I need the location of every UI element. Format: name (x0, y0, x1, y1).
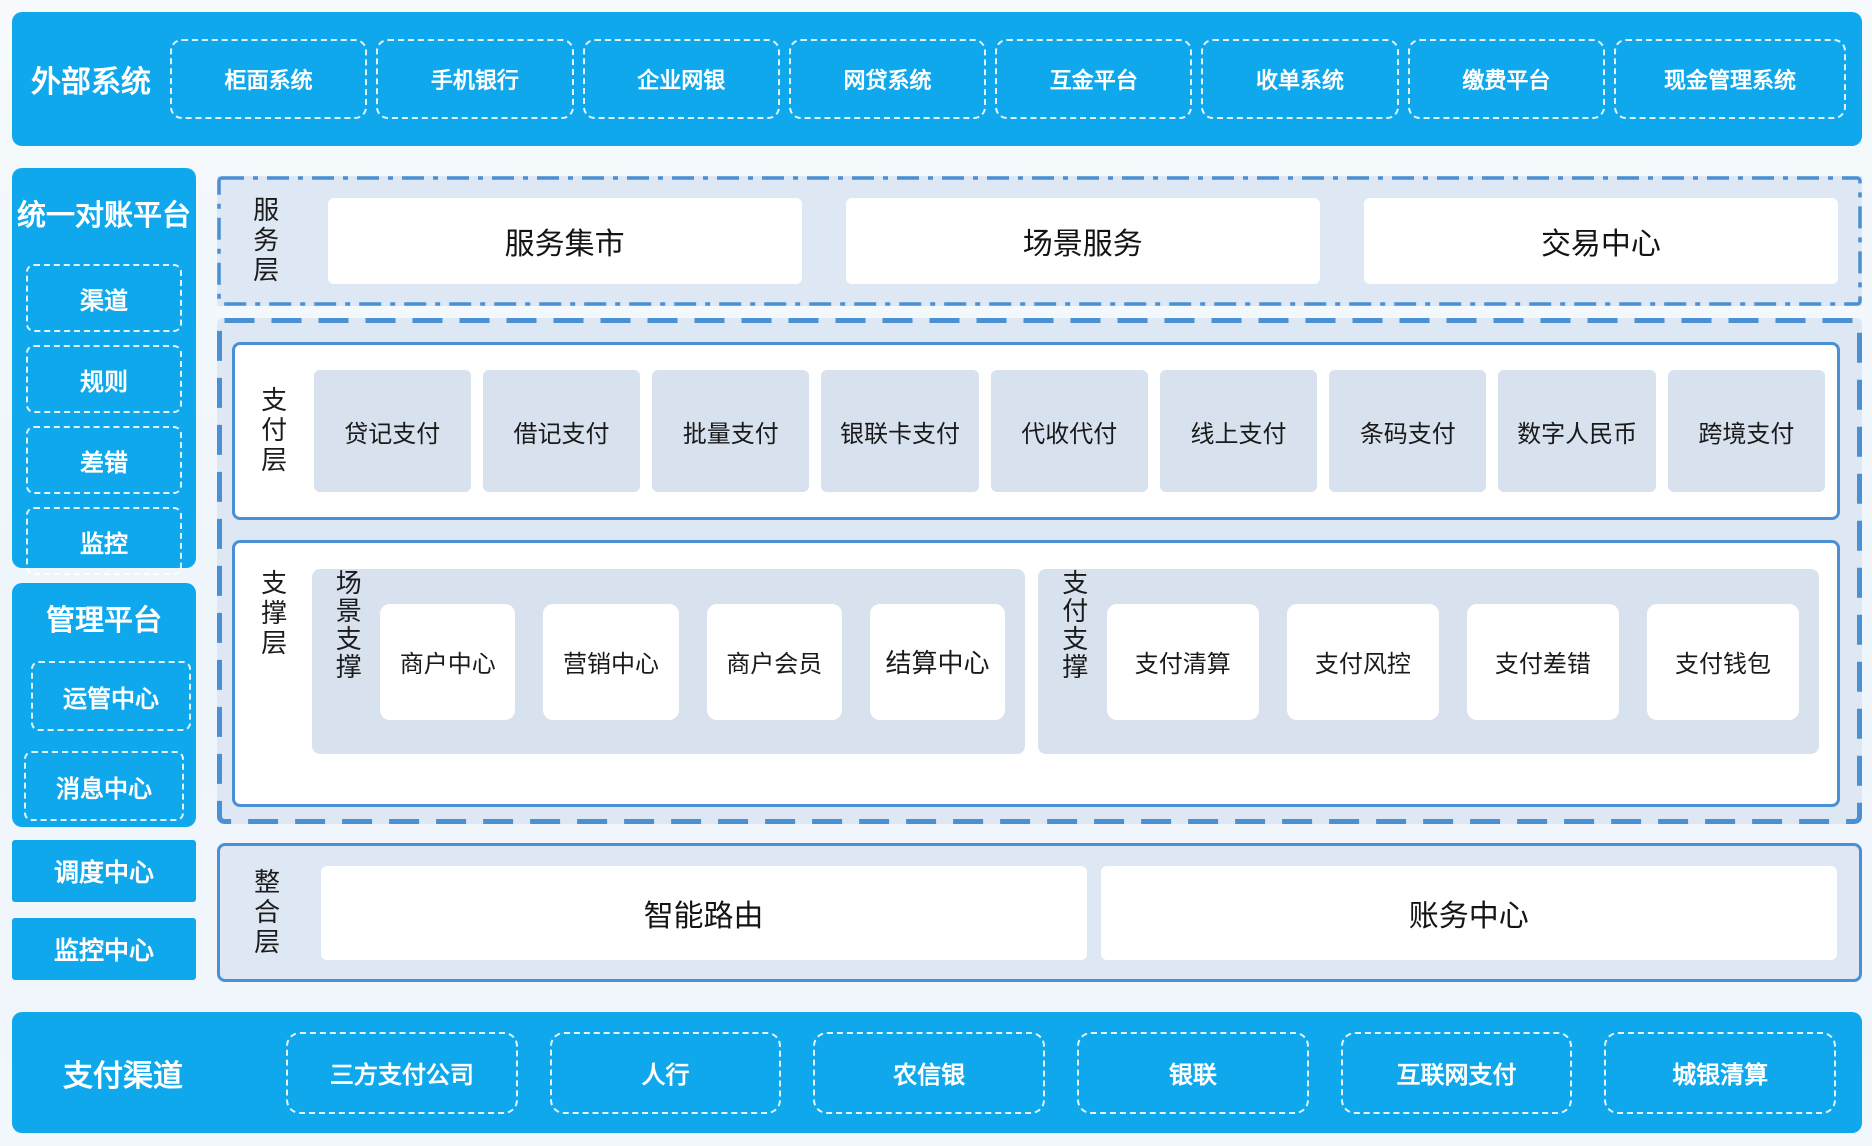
dispatch-center-box: 调度中心 (12, 840, 196, 902)
external-system-online-loan: 网贷系统 (788, 39, 987, 119)
scenario-support-label: 场景支撑 (331, 569, 362, 681)
channel-city-bank-clearing: 城银清算 (1604, 1031, 1837, 1114)
payment-channels-items: 三方支付公司 人行 农信银 银联 互联网支付 城银清算 (286, 1031, 1837, 1114)
reconciliation-items: 渠道 规则 差错 监控 (26, 264, 182, 575)
support-box-payment-clearing: 支付清算 (1106, 603, 1259, 720)
payment-support-label: 支付支撑 (1057, 569, 1088, 681)
channel-internet-payment: 互联网支付 (1340, 1031, 1573, 1114)
payment-box-collection-agency: 代收代付 (990, 370, 1148, 492)
payment-box-batch: 批量支付 (652, 370, 810, 492)
reconciliation-platform-title: 统一对账平台 (16, 198, 191, 232)
support-layer-panel: 支撑层 场景支撑 商户中心 营销中心 商户会员 结算中心 支付支撑 支付清算 支… (232, 540, 1840, 807)
integration-box-smart-routing: 智能路由 (320, 865, 1087, 960)
management-item-operations-center: 运管中心 (31, 661, 191, 731)
management-platform-panel: 管理平台 运管中心 消息中心 (12, 583, 196, 827)
support-box-merchant-center: 商户中心 (380, 603, 516, 720)
reconciliation-item-discrepancy: 差错 (26, 426, 182, 494)
management-item-message-center: 消息中心 (24, 751, 184, 821)
payment-box-cross-border: 跨境支付 (1667, 370, 1825, 492)
external-system-mobile-banking: 手机银行 (376, 39, 574, 119)
integration-box-accounting-center: 账务中心 (1100, 865, 1837, 960)
payment-layer-label: 支付层 (256, 386, 287, 476)
payment-box-digital-rmb: 数字人民币 (1498, 370, 1656, 492)
support-box-payment-wallet: 支付钱包 (1646, 603, 1800, 720)
scenario-support-group: 场景支撑 商户中心 营销中心 商户会员 结算中心 (311, 569, 1026, 754)
support-box-payment-risk-control: 支付风控 (1286, 603, 1439, 720)
channel-rural-credit-bank: 农信银 (813, 1031, 1046, 1114)
integration-layer-boxes: 智能路由 账务中心 (320, 865, 1837, 960)
support-box-marketing-center: 营销中心 (543, 603, 679, 720)
payment-layer-panel: 支付层 贷记支付 借记支付 批量支付 银联卡支付 代收代付 线上支付 条码支付 … (232, 342, 1840, 520)
support-box-settlement-center: 结算中心 (869, 603, 1006, 720)
external-system-corporate-ebank: 企业网银 (582, 39, 780, 119)
service-layer-container: 服务层 服务集市 场景服务 交易中心 (217, 176, 1862, 306)
payment-box-unionpay-card: 银联卡支付 (821, 370, 979, 492)
core-layers-container: 支付层 贷记支付 借记支付 批量支付 银联卡支付 代收代付 线上支付 条码支付 … (217, 318, 1862, 824)
channel-pboc: 人行 (549, 1031, 782, 1114)
payment-box-credit: 贷记支付 (313, 370, 471, 492)
payment-channels-bar: 支付渠道 三方支付公司 人行 农信银 银联 互联网支付 城银清算 (12, 1012, 1862, 1133)
service-layer-label: 服务层 (248, 196, 279, 286)
external-system-bill-payment: 缴费平台 (1407, 39, 1605, 119)
external-system-counter: 柜面系统 (170, 39, 368, 119)
scenario-support-boxes: 商户中心 营销中心 商户会员 结算中心 (380, 603, 1006, 720)
reconciliation-item-monitoring: 监控 (26, 507, 182, 575)
service-box-service-market: 服务集市 (327, 198, 802, 284)
payment-box-online: 线上支付 (1159, 370, 1318, 492)
payment-layer-boxes: 贷记支付 借记支付 批量支付 银联卡支付 代收代付 线上支付 条码支付 数字人民… (313, 370, 1825, 492)
reconciliation-item-channel: 渠道 (26, 264, 182, 332)
management-items: 运管中心 消息中心 (24, 661, 191, 821)
integration-layer-label: 整合层 (249, 867, 280, 958)
channel-third-party-payment: 三方支付公司 (286, 1031, 518, 1114)
integration-layer-panel: 整合层 智能路由 账务中心 (217, 843, 1862, 982)
payment-box-barcode: 条码支付 (1329, 370, 1487, 492)
support-layer-label: 支撑层 (256, 569, 287, 659)
external-system-cash-management: 现金管理系统 (1613, 39, 1847, 119)
external-systems-items: 柜面系统 手机银行 企业网银 网贷系统 互金平台 收单系统 缴费平台 现金管理系… (170, 39, 1847, 119)
service-layer-boxes: 服务集市 场景服务 交易中心 (327, 198, 1839, 284)
external-systems-bar: 外部系统 柜面系统 手机银行 企业网银 网贷系统 互金平台 收单系统 缴费平台 … (12, 12, 1862, 146)
management-platform-title: 管理平台 (45, 603, 162, 637)
external-system-internet-finance: 互金平台 (995, 39, 1193, 119)
payment-box-debit: 借记支付 (482, 370, 641, 492)
payment-channels-title: 支付渠道 (63, 1058, 183, 1094)
service-box-scenario-services: 场景服务 (845, 198, 1320, 284)
support-box-payment-discrepancy: 支付差错 (1466, 603, 1619, 720)
payment-support-boxes: 支付清算 支付风控 支付差错 支付钱包 (1106, 603, 1800, 720)
monitoring-center-box: 监控中心 (12, 918, 196, 980)
external-systems-title: 外部系统 (31, 65, 151, 100)
reconciliation-platform-panel: 统一对账平台 渠道 规则 差错 监控 (12, 168, 196, 575)
channel-unionpay: 银联 (1077, 1031, 1309, 1114)
reconciliation-item-rules: 规则 (26, 345, 182, 413)
external-system-acquiring: 收单系统 (1201, 39, 1399, 119)
service-box-trading-center: 交易中心 (1363, 198, 1839, 284)
support-box-merchant-membership: 商户会员 (706, 603, 842, 720)
payment-support-group: 支付支撑 支付清算 支付风控 支付差错 支付钱包 (1038, 569, 1819, 754)
